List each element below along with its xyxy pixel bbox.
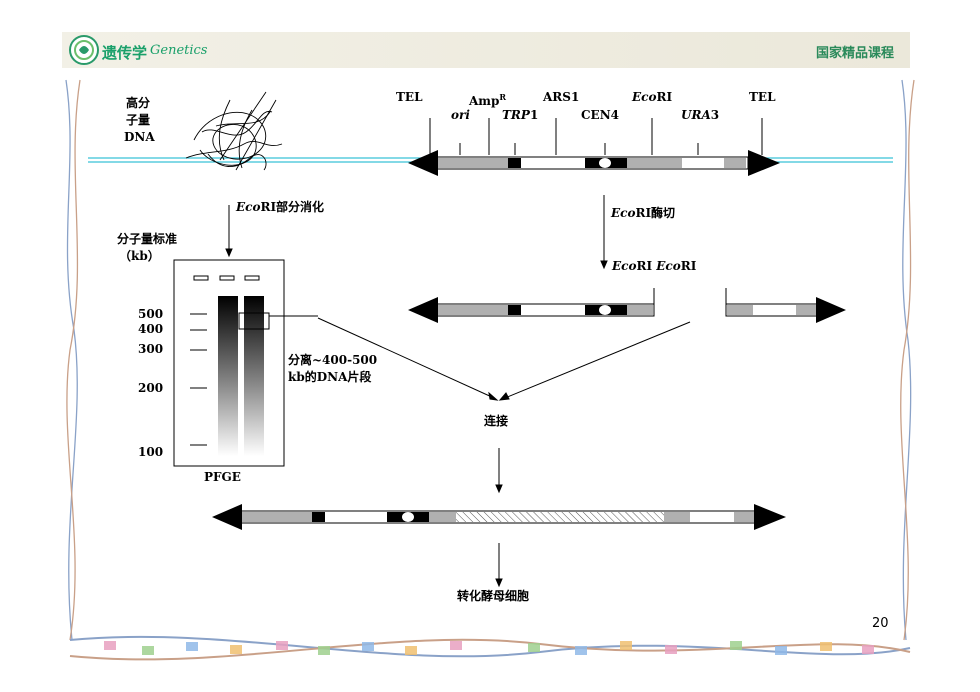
label-ars1: ARS1	[543, 90, 580, 104]
arrows	[225, 195, 691, 588]
ecori-ends-label: EcoRI EcoRI	[612, 259, 697, 273]
hmw-label-1: 高分	[126, 96, 151, 110]
gel-label: PFGE	[204, 470, 241, 484]
ligation-label: 连接	[484, 414, 509, 428]
separate-label-2: kb的DNA片段	[288, 370, 372, 384]
label-ori: ori	[451, 108, 470, 122]
course-title: 国家精品课程	[816, 46, 895, 61]
hmw-label-3: DNA	[124, 130, 155, 144]
ladder-100: 100	[138, 445, 164, 459]
partial-digest-label: EcoRI部分消化	[236, 200, 325, 214]
label-tel-left: TEL	[396, 90, 423, 104]
hmw-label-2: 子量	[126, 113, 151, 127]
ladder-bands	[190, 313, 207, 446]
logo-script: Genetics	[150, 43, 208, 58]
yac-vector-top	[408, 118, 780, 176]
label-ecori: EcoRI	[632, 90, 673, 104]
label-trp1: TRP1	[502, 108, 539, 122]
insert-dna	[456, 512, 664, 522]
ladder-200: 200	[138, 381, 164, 395]
header-band	[62, 32, 910, 68]
label-tel-right: TEL	[749, 90, 776, 104]
separate-label-1: 分离~400-500	[288, 353, 378, 367]
gel-lane-1	[218, 296, 238, 456]
ladder-300: 300	[138, 342, 164, 356]
recombinant-yac	[212, 504, 786, 530]
gel-lane-2	[244, 296, 264, 456]
left-border-decoration	[65, 79, 81, 641]
ladder-500: 500	[138, 307, 164, 321]
marker-label-1: 分子量标准	[117, 232, 178, 246]
label-ura3: URA3	[681, 108, 720, 122]
excised-band-box	[238, 312, 270, 330]
logo-icon	[69, 35, 99, 65]
transform-label: 转化酵母细胞	[457, 589, 530, 603]
slide-number: 20	[872, 616, 889, 631]
tel-right-arrow	[748, 150, 780, 176]
ecori-cut-label: EcoRI酶切	[611, 206, 676, 220]
label-cen4: CEN4	[581, 108, 620, 122]
pfge-gel	[173, 259, 318, 467]
hmw-dna-scribble	[185, 91, 283, 171]
bottom-dna-helix	[69, 635, 911, 661]
marker-label-2: （kb）	[119, 249, 160, 263]
right-border-decoration	[900, 79, 915, 641]
ladder-400: 400	[138, 322, 164, 336]
vector-right-arm	[725, 288, 846, 323]
tel-left-arrow	[408, 150, 438, 176]
vector-left-arm	[408, 288, 655, 323]
logo-text: 遗传学	[102, 44, 148, 62]
label-amp: AmpR	[469, 92, 507, 108]
